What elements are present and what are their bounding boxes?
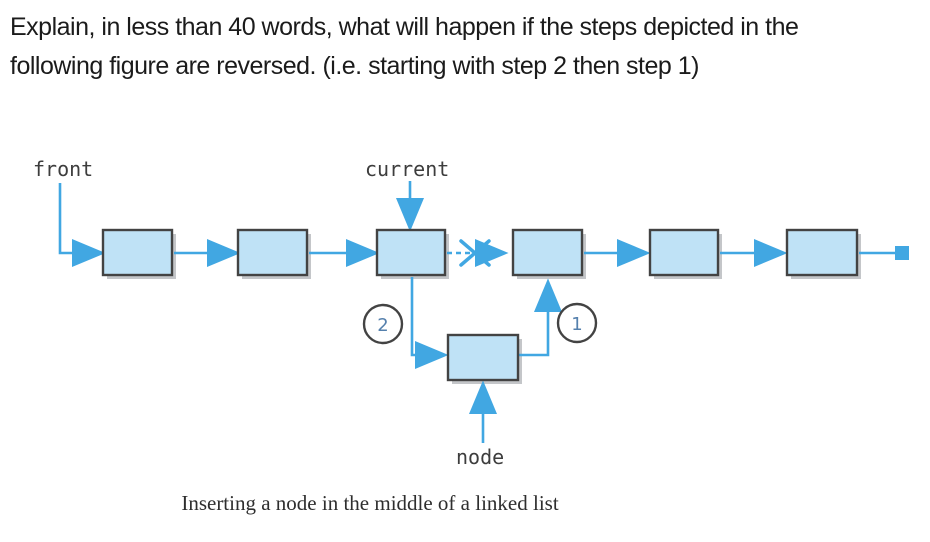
list-node-2 — [236, 228, 309, 277]
linked-list-diagram: front current node 2 1 — [33, 157, 909, 469]
question-line-2: following figure are reversed. (i.e. sta… — [10, 52, 699, 80]
question-text: Explain, in less than 40 words, what wil… — [10, 8, 910, 86]
list-node-4 — [511, 228, 584, 277]
current-label: current — [365, 157, 449, 181]
list-nodes — [101, 228, 859, 382]
step1-number: 1 — [571, 314, 582, 335]
step2-badge: 2 — [362, 303, 404, 345]
step1-badge: 1 — [556, 302, 598, 344]
list-node-6 — [785, 228, 859, 277]
step1-arrow — [518, 278, 563, 357]
front-label: front — [33, 157, 93, 181]
null-terminator-icon — [895, 246, 909, 260]
node-label: node — [456, 445, 504, 469]
list-node-5 — [648, 228, 720, 277]
list-node-1 — [101, 228, 174, 277]
step2-arrow — [410, 277, 449, 370]
x-mark-icon — [459, 239, 491, 267]
list-node-3-current — [375, 228, 447, 277]
question-line-1: Explain, in less than 40 words, what wil… — [10, 13, 799, 41]
pointer-arrows — [58, 181, 895, 443]
front-pointer-arrow — [58, 183, 106, 268]
new-node — [446, 333, 520, 382]
figure-caption: Inserting a node in the middle of a link… — [181, 491, 559, 515]
step2-number: 2 — [377, 315, 388, 336]
